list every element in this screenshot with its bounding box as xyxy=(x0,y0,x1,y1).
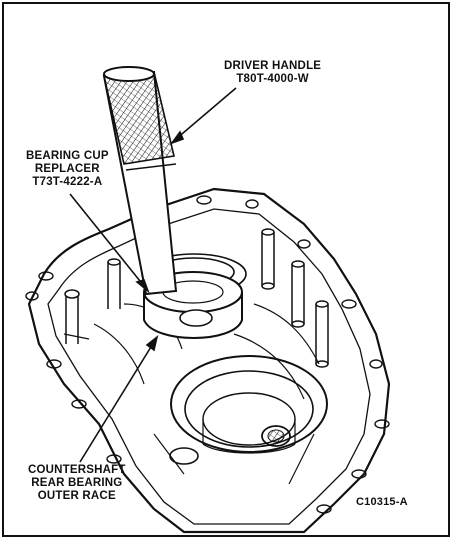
label-countershaft-race-line3: OUTER RACE xyxy=(37,490,116,502)
rear-bearing-bore xyxy=(170,355,328,454)
label-bearing-cup-replacer: BEARING CUP REPLACER T73T-4222-A xyxy=(26,150,109,189)
figure-id: C10315-A xyxy=(356,496,408,508)
label-driver-handle: DRIVER HANDLE T80T-4000-W xyxy=(224,60,321,86)
driver-handle-tool xyxy=(102,66,178,296)
case-studs xyxy=(64,228,329,368)
case-flange-outline xyxy=(27,187,391,534)
label-bearing-cup-replacer-line3: T73T-4222-A xyxy=(32,176,103,188)
case-ribs xyxy=(63,303,320,485)
label-bearing-cup-replacer-line1: BEARING CUP xyxy=(26,150,109,162)
lower-port xyxy=(169,447,199,465)
label-bearing-cup-replacer-line2: REPLACER xyxy=(34,163,100,175)
label-countershaft-race-line2: REAR BEARING xyxy=(31,477,123,489)
label-countershaft-race-line1: COUNTERSHAFT xyxy=(28,464,126,476)
label-countershaft-race: COUNTERSHAFT REAR BEARING OUTER RACE xyxy=(28,464,126,503)
countershaft-bearing xyxy=(261,425,291,447)
flange-bolt-holes xyxy=(25,195,390,514)
leader-lines xyxy=(69,87,237,463)
label-driver-handle-line1: DRIVER HANDLE xyxy=(224,60,322,72)
case-inner-lip xyxy=(47,208,371,525)
transmission-case-illustration xyxy=(25,66,391,534)
label-driver-handle-line2: T80T-4000-W xyxy=(236,73,309,85)
